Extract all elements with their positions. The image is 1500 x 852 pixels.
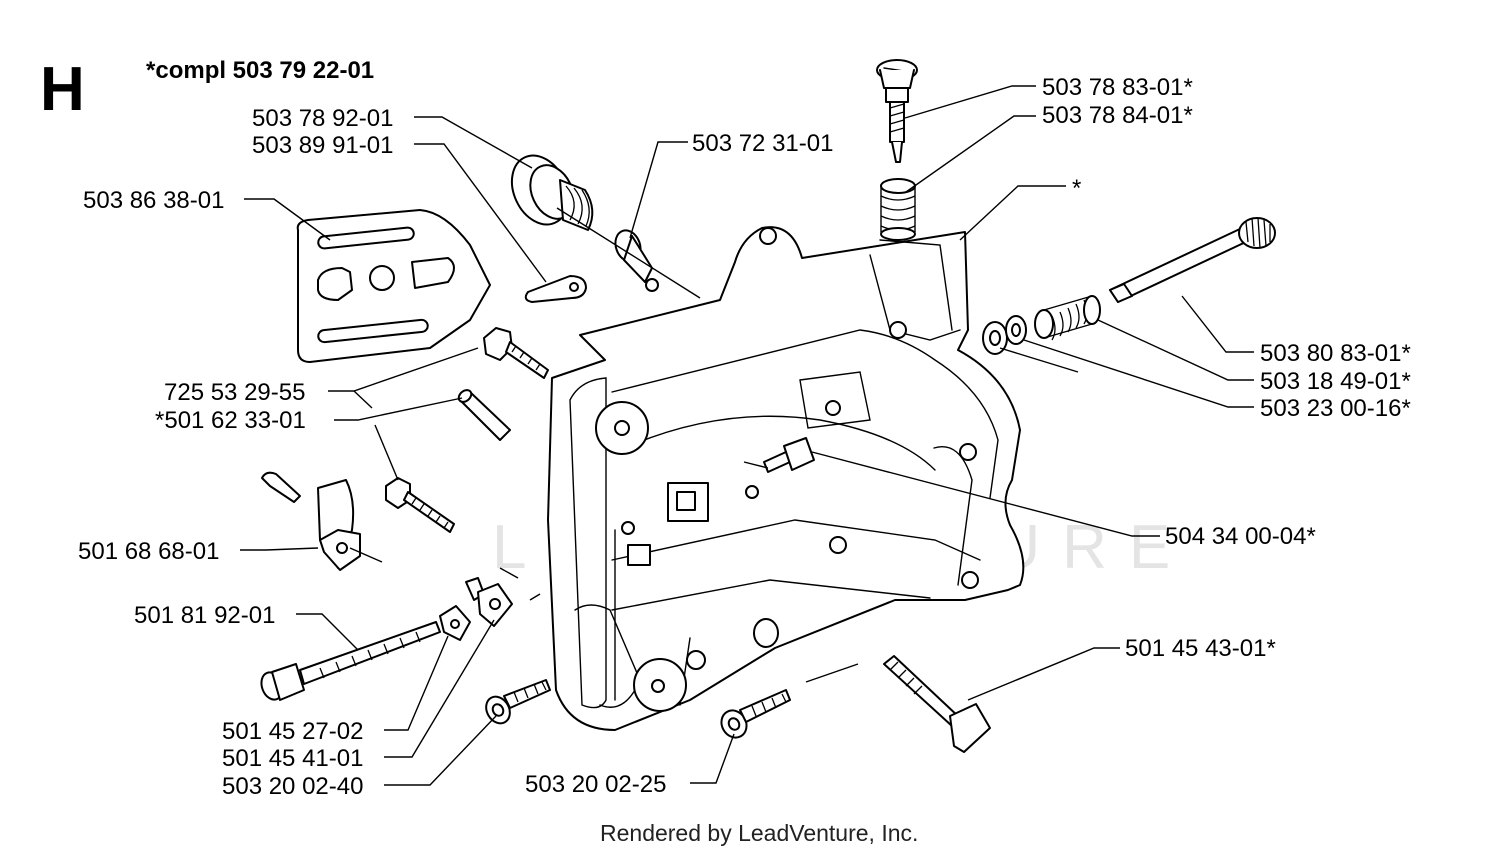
screw-503-20-02-40 (485, 679, 551, 725)
label-503-72-31-01: 503 72 31-01 (692, 130, 833, 157)
assembly-subtitle: *compl 503 79 22-01 (146, 57, 374, 84)
nut-501-45-41-01 (465, 577, 513, 627)
adjust-screw-503-78-83-01 (876, 59, 918, 163)
part-labels: 503 78 92-01 503 89 91-01 503 72 31-01 5… (78, 74, 1411, 800)
label-503-78-83-01: 503 78 83-01* (1042, 74, 1193, 101)
chain-tensioner-knob (510, 154, 594, 231)
label-star: * (1072, 175, 1081, 202)
clutch-cover-housing (547, 226, 1025, 731)
section-letter: H (40, 55, 85, 124)
label-503-78-92-01: 503 78 92-01 (252, 105, 393, 132)
label-725-53-29-55: 725 53 29-55 (164, 379, 305, 406)
screw-503-20-02-25 (720, 689, 791, 739)
label-503-23-00-16: 503 23 00-16* (1260, 395, 1411, 422)
plug-504-34-00-04 (763, 437, 815, 473)
guide-bar-plate (296, 209, 491, 363)
label-501-45-43-01: 501 45 43-01* (1125, 635, 1276, 662)
footer-credit: Rendered by LeadVenture, Inc. (600, 820, 918, 846)
label-501-68-68-01: 501 68 68-01 (78, 538, 219, 565)
pin-503-89-91-01 (524, 275, 587, 303)
label-501-45-27-02: 501 45 27-02 (222, 718, 363, 745)
spring-503-78-84-01 (880, 178, 916, 241)
label-503-20-02-25: 503 20 02-25 (525, 771, 666, 798)
spring-503-18-49-01 (1034, 295, 1101, 341)
label-503-20-02-40: 503 20 02-40 (222, 773, 363, 800)
label-501-81-92-01: 501 81 92-01 (134, 602, 275, 629)
leader-lines (240, 85, 1254, 786)
adjuster-shaft-503-80-83-01 (1109, 217, 1276, 303)
nut-503-72-31-01 (614, 229, 659, 292)
clip-501-68-68-01 (261, 471, 361, 571)
label-503-80-83-01: 503 80 83-01* (1260, 340, 1411, 367)
tensioner-screw-501-81-92-01 (260, 621, 441, 701)
label-503-86-38-01: 503 86 38-01 (83, 187, 224, 214)
label-503-78-84-01: 503 78 84-01* (1042, 102, 1193, 129)
label-504-34-00-04: 504 34 00-04* (1165, 523, 1316, 550)
pin-501-62-33-01 (457, 389, 511, 441)
screw-725-53-29-55-lower (385, 477, 455, 533)
label-501-45-41-01: 501 45 41-01 (222, 745, 363, 772)
label-503-18-49-01: 503 18 49-01* (1260, 368, 1411, 395)
nut-501-45-27-02 (439, 605, 471, 641)
washers-503-23-00-16 (982, 315, 1027, 355)
label-503-89-91-01: 503 89 91-01 (252, 132, 393, 159)
label-501-62-33-01: *501 62 33-01 (155, 407, 306, 434)
bolt-501-45-43-01 (883, 655, 991, 753)
screw-725-53-29-55 (483, 327, 549, 379)
